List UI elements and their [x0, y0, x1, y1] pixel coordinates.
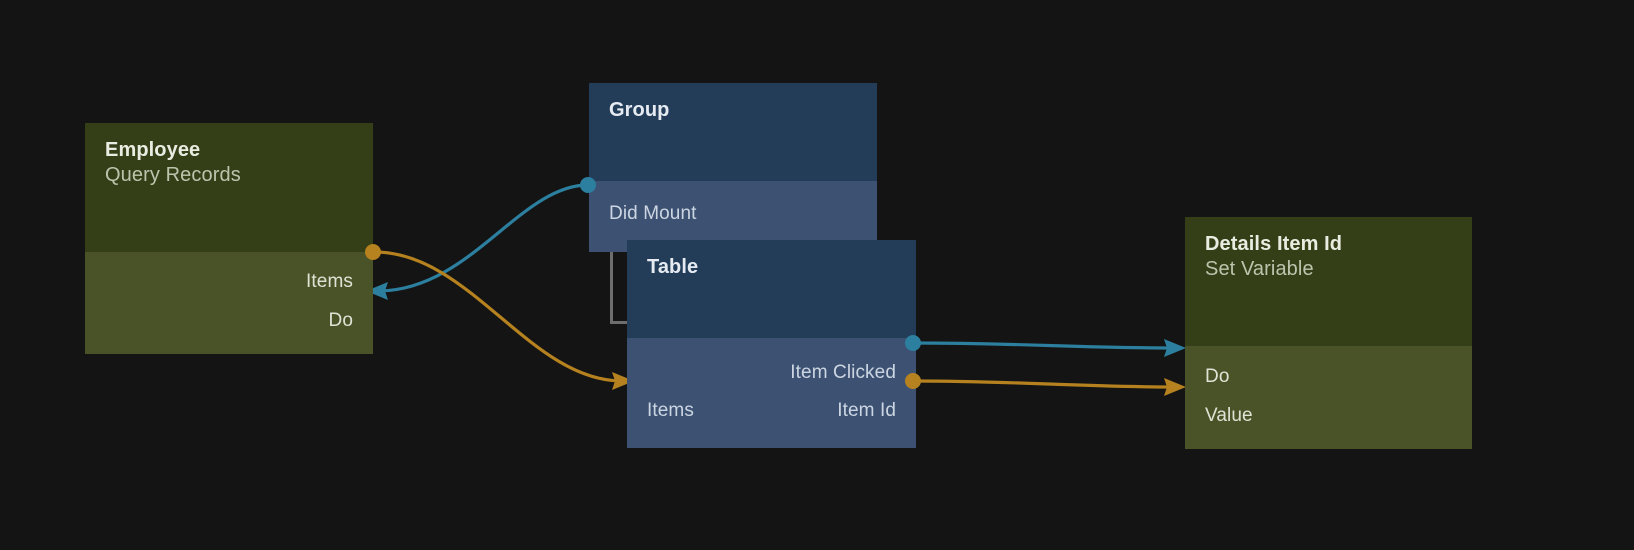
node-details-item-id-header: Details Item Id Set Variable — [1185, 217, 1472, 346]
node-employee[interactable]: Employee Query Records Items Do — [85, 123, 373, 354]
node-table-title: Table — [647, 256, 699, 278]
edge-group-didmount-to-employee-do — [366, 183, 589, 300]
node-group[interactable]: Group Did Mount — [589, 83, 877, 252]
port-details-value[interactable]: Value — [1205, 405, 1253, 426]
port-dot-group-did-mount[interactable] — [580, 177, 596, 193]
node-group-header: Group — [589, 83, 877, 181]
node-details-item-id-body: Do Value — [1185, 346, 1472, 449]
node-table-body: Item Clicked Items Item Id — [627, 338, 916, 448]
node-table[interactable]: Table Item Clicked Items Item Id — [627, 240, 916, 448]
edge-table-itemid-to-details-value — [912, 378, 1186, 396]
node-table-header: Table — [627, 240, 916, 338]
port-details-do[interactable]: Do — [1205, 366, 1230, 387]
node-employee-header: Employee Query Records — [85, 123, 373, 252]
port-table-items[interactable]: Items — [647, 400, 694, 421]
port-table-item-id[interactable]: Item Id — [837, 400, 896, 421]
node-details-item-id[interactable]: Details Item Id Set Variable Do Value — [1185, 217, 1472, 449]
node-employee-body: Items Do — [85, 252, 373, 354]
node-details-item-id-title: Details Item Id — [1205, 233, 1343, 255]
port-dot-table-item-id[interactable] — [905, 373, 921, 389]
port-dot-employee-items[interactable] — [365, 244, 381, 260]
port-table-item-clicked[interactable]: Item Clicked — [790, 362, 896, 383]
node-employee-title: Employee — [105, 139, 201, 161]
node-details-item-id-subtitle: Set Variable — [1205, 257, 1314, 280]
edge-table-itemclicked-to-details-do — [912, 339, 1186, 357]
edge-employee-items-to-table-items — [374, 250, 634, 390]
port-dot-table-item-clicked[interactable] — [905, 335, 921, 351]
port-employee-do[interactable]: Do — [328, 310, 353, 331]
port-employee-items[interactable]: Items — [306, 271, 353, 292]
node-employee-subtitle: Query Records — [105, 163, 241, 186]
node-group-title: Group — [609, 99, 670, 121]
port-group-did-mount[interactable]: Did Mount — [609, 203, 697, 224]
